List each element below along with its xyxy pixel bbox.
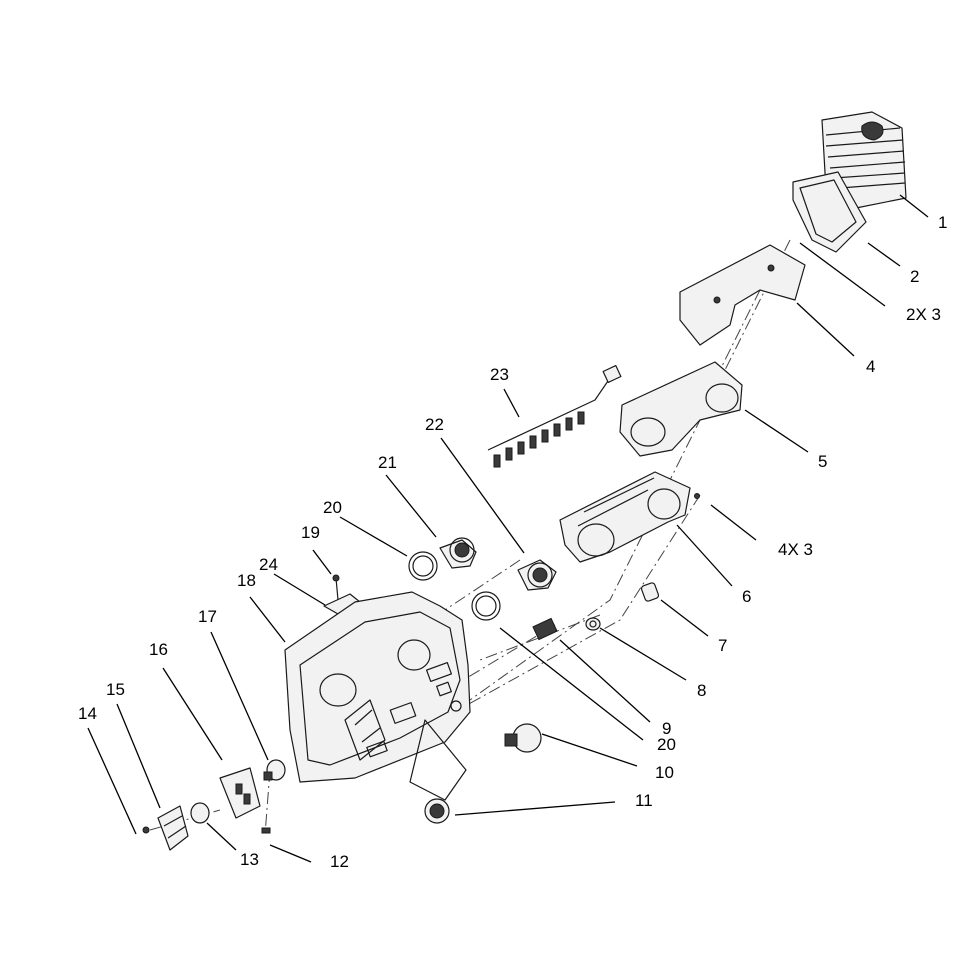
part-19-screw xyxy=(332,574,340,601)
leader-line-5 xyxy=(744,409,809,453)
callout-label-13: 13 xyxy=(240,850,259,869)
callout-label-16: 16 xyxy=(149,640,168,659)
callout-label-15: 15 xyxy=(106,680,125,699)
callout-label-17: 17 xyxy=(198,607,217,626)
leader-line-20b xyxy=(499,627,644,741)
leader-line-7 xyxy=(660,599,709,637)
leader-line-18 xyxy=(249,596,286,643)
part-21-gauge xyxy=(439,537,477,569)
callout-label-7: 7 xyxy=(718,636,727,655)
callout-label-11: 11 xyxy=(635,791,653,810)
leader-line-14 xyxy=(87,727,137,835)
leader-line-12 xyxy=(269,844,312,863)
callout-label-20b: 20 xyxy=(657,735,676,754)
callout-label-2x3: 2X 3 xyxy=(906,305,941,324)
part-18-console-housing xyxy=(284,591,471,783)
leader-line-1 xyxy=(899,194,929,218)
callout-label-10: 10 xyxy=(655,763,674,782)
callout-label-6: 6 xyxy=(742,587,751,606)
leader-line-4x3 xyxy=(710,504,757,541)
callout-label-2: 2 xyxy=(910,267,919,286)
callout-label-18: 18 xyxy=(237,571,256,590)
leader-line-9 xyxy=(559,639,651,723)
callout-label-4x3: 4X 3 xyxy=(778,540,813,559)
leader-line-10 xyxy=(541,733,638,767)
leader-line-20a xyxy=(339,516,408,557)
part-5-plate xyxy=(619,361,743,457)
callout-label-19: 19 xyxy=(301,523,320,542)
part-2-boot-frame xyxy=(792,171,867,253)
leader-line-24 xyxy=(273,573,326,606)
callout-label-20a: 20 xyxy=(323,498,342,517)
leader-line-2x3 xyxy=(799,242,886,307)
part-8-nut xyxy=(585,617,601,631)
part-15-socket xyxy=(157,805,189,851)
leader-line-22 xyxy=(440,437,525,554)
part-10-knob xyxy=(504,723,542,753)
part-20-o-ring xyxy=(408,551,501,621)
leader-line-13 xyxy=(206,822,237,851)
callout-label-14: 14 xyxy=(78,704,97,723)
leader-line-15 xyxy=(116,703,161,809)
leader-line-2 xyxy=(867,242,901,267)
callout-label-5: 5 xyxy=(818,452,827,471)
part-11-ignition xyxy=(409,719,467,824)
part-4-upper-bracket xyxy=(679,244,806,346)
leader-line-8 xyxy=(599,627,687,681)
part-13-lamp xyxy=(190,802,210,824)
callout-label-21: 21 xyxy=(378,453,397,472)
part-22-gauge xyxy=(517,559,557,591)
leader-line-11 xyxy=(454,801,616,816)
leader-lines xyxy=(87,194,929,863)
callout-label-1: 1 xyxy=(938,213,947,232)
callout-label-24: 24 xyxy=(259,555,278,574)
callout-label-23: 23 xyxy=(490,365,509,384)
callout-label-4: 4 xyxy=(866,357,875,376)
leader-line-4 xyxy=(796,302,855,357)
leader-line-6 xyxy=(676,524,733,587)
callout-label-12: 12 xyxy=(330,852,349,871)
callout-label-22: 22 xyxy=(425,415,444,434)
part-9-switch xyxy=(532,617,558,641)
part-17-bulb xyxy=(263,759,286,781)
part-12-screw xyxy=(261,827,271,834)
part-6-gauge-bezel xyxy=(559,471,700,563)
leader-line-19 xyxy=(312,549,332,575)
callout-label-9: 9 xyxy=(662,719,671,738)
leader-line-17 xyxy=(210,631,269,761)
part-14-screw xyxy=(142,826,150,834)
leader-line-23 xyxy=(503,388,520,418)
part-7-plug xyxy=(640,582,660,602)
leader-line-16 xyxy=(162,667,223,761)
part-23-wiring-harness xyxy=(487,365,622,468)
part-16-bracket xyxy=(219,767,261,819)
callout-label-8: 8 xyxy=(697,681,706,700)
leader-line-21 xyxy=(385,474,437,538)
